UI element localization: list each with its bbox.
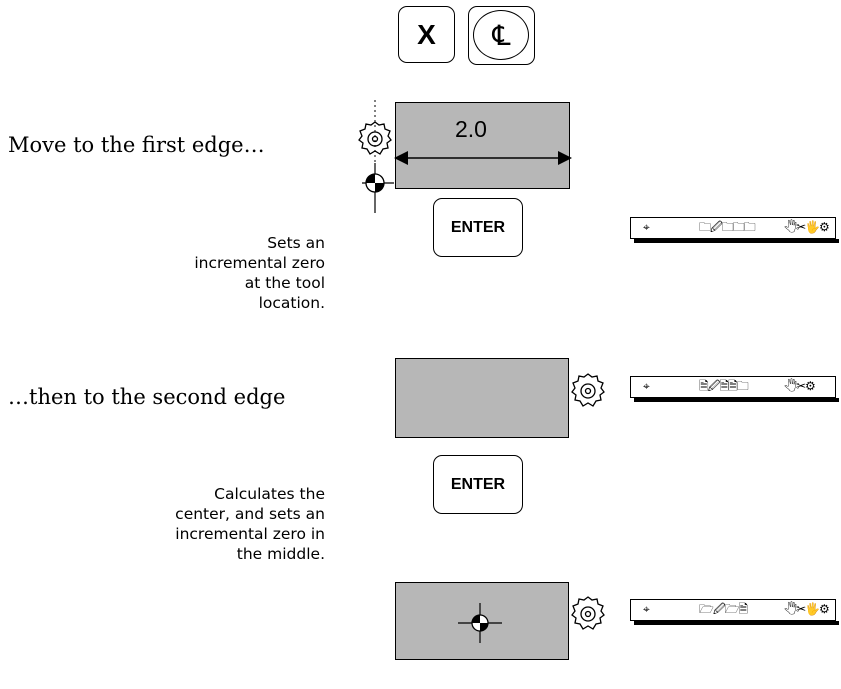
first-edge-note: Sets an incremental zero at the tool loc… <box>130 233 325 313</box>
note-line: location. <box>258 294 325 312</box>
second-edge-note: Calculates the center, and sets an incre… <box>80 484 325 564</box>
axis-symbol-icon: ⌖ <box>643 379 650 393</box>
x-axis-key[interactable]: X <box>398 6 455 63</box>
dimension-value: 2.0 <box>455 116 487 142</box>
status-bar-third: ⌖ 🗁🖉🗁🗎 🖑✂🖐⚙ <box>630 599 839 625</box>
tool-icons: 🖑✂🖐⚙ <box>784 602 830 616</box>
note-line: at the tool <box>244 274 325 292</box>
center-line-icon: ℄ <box>492 19 511 52</box>
mode-icons: 🗁🖉🗁🗎 <box>699 602 748 616</box>
cutter-icon <box>571 596 605 630</box>
note-line: incremental zero in <box>175 525 325 543</box>
axis-symbol-icon: ⌖ <box>643 602 650 616</box>
tool-icons: 🖑✂🖐⚙ <box>784 220 830 234</box>
part-panel-first-edge <box>395 102 570 189</box>
first-edge-heading: Move to the first edge… <box>8 133 265 157</box>
status-bar-first: ⌖ 🗀🖉🗀🗀🗀 🖑✂🖐⚙ <box>630 217 839 243</box>
enter-key-second[interactable]: ENTER <box>433 455 523 514</box>
note-line: incremental zero <box>194 254 325 272</box>
note-line: center, and sets an <box>175 505 325 523</box>
tool-icons: 🖑✂⚙ <box>784 379 816 393</box>
enter-key-label: ENTER <box>450 475 506 493</box>
center-line-key[interactable]: ℄ <box>468 6 535 65</box>
second-edge-heading: …then to the second edge <box>8 385 286 409</box>
mode-icons: 🗎🖉🗎🗎🗀 <box>699 379 749 393</box>
enter-key-first[interactable]: ENTER <box>433 198 523 257</box>
center-line-key-ring <box>473 10 529 60</box>
note-line: Calculates the <box>214 485 325 503</box>
part-panel-second-edge <box>395 358 569 438</box>
mode-icons: 🗀🖉🗀🗀🗀 <box>699 220 756 234</box>
dimension-arrow <box>394 151 572 165</box>
status-bar-second: ⌖ 🗎🖉🗎🗎🗀 🖑✂⚙ <box>630 376 839 402</box>
note-line: the middle. <box>236 545 325 563</box>
enter-key-label: ENTER <box>450 218 506 236</box>
cutter-icon <box>571 373 605 407</box>
axis-symbol-icon: ⌖ <box>643 220 650 234</box>
crosshair-target-icon <box>362 100 394 213</box>
crosshair-target-icon <box>458 603 502 643</box>
note-line: Sets an <box>267 234 325 252</box>
x-axis-key-label: X <box>417 18 436 50</box>
